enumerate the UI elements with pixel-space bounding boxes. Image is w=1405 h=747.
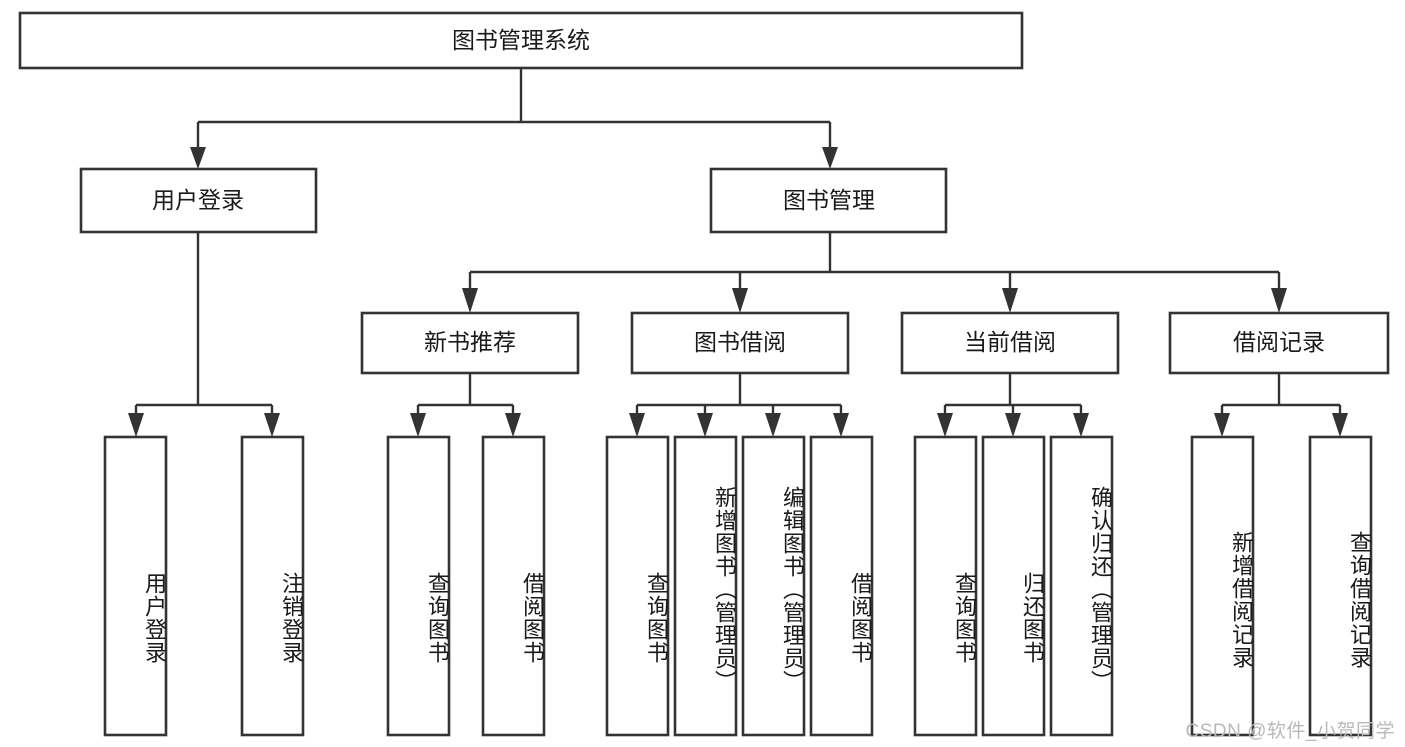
arrowhead-currentborrow-leaf-3 [1073, 413, 1089, 437]
leaf-current-borrow-2[interactable] [981, 435, 1046, 737]
arrowhead-bookborrow-leaf-4 [833, 413, 849, 437]
arrowhead-current-borrow [1002, 288, 1018, 313]
arrowhead-newbook-leaf-2 [505, 413, 521, 437]
leaf-user-login-1[interactable] [103, 435, 168, 737]
arrowhead-book-manage [822, 147, 838, 169]
node-user-login[interactable]: 用户登录 [79, 167, 318, 234]
connector-layer [128, 68, 1348, 437]
leaf-user-login-2[interactable] [240, 435, 305, 737]
node-new-book-recommend-label: 新书推荐 [424, 329, 516, 355]
node-book-borrow[interactable]: 图书借阅 [630, 311, 850, 375]
leaf-current-borrow-1[interactable] [913, 435, 978, 737]
arrowhead-leaf-logout [264, 413, 280, 437]
leaf-borrow-record-2[interactable] [1308, 435, 1373, 737]
arrowhead-bookborrow-leaf-2 [697, 413, 713, 437]
node-borrow-record-label: 借阅记录 [1233, 329, 1325, 355]
arrowhead-bookborrow-leaf-3 [765, 413, 781, 437]
leaf-book-borrow-3[interactable] [741, 435, 806, 737]
node-new-book-recommend[interactable]: 新书推荐 [360, 311, 580, 375]
node-root-label: 图书管理系统 [452, 27, 590, 53]
node-root[interactable]: 图书管理系统 [18, 11, 1024, 70]
leaf-current-borrow-3[interactable] [1049, 435, 1114, 737]
node-current-borrow-label: 当前借阅 [964, 329, 1056, 355]
arrowhead-borrowrecord-leaf-2 [1332, 413, 1348, 437]
node-layer: 图书管理系统 用户登录 图书管理 新书推荐 图书借阅 当前 [18, 11, 1390, 737]
csdn-watermark: CSDN @软件_小贺同学 [1185, 721, 1395, 742]
arrowhead-bookborrow-leaf-1 [629, 413, 645, 437]
leaf-book-borrow-2[interactable] [673, 435, 738, 737]
arrowhead-leaf-user-login [128, 413, 144, 437]
leaf-new-book-2[interactable] [481, 435, 546, 737]
arrowhead-borrow-record [1271, 288, 1287, 313]
leaf-book-borrow-1[interactable] [605, 435, 670, 737]
node-book-manage[interactable]: 图书管理 [709, 167, 948, 234]
arrowhead-currentborrow-leaf-2 [1005, 413, 1021, 437]
leaf-borrow-record-1[interactable] [1190, 435, 1255, 737]
node-book-manage-label: 图书管理 [783, 187, 875, 213]
node-user-login-label: 用户登录 [152, 187, 244, 213]
leaf-book-borrow-4[interactable] [809, 435, 874, 737]
arrowhead-user-login [190, 147, 206, 169]
arrowhead-currentborrow-leaf-1 [937, 413, 953, 437]
arrowhead-book-borrow [732, 288, 748, 313]
node-book-borrow-label: 图书借阅 [694, 329, 786, 355]
arrowhead-new-book-recommend [462, 288, 478, 313]
leaf-new-book-1[interactable] [386, 435, 451, 737]
node-borrow-record[interactable]: 借阅记录 [1168, 311, 1390, 375]
arrowhead-borrowrecord-leaf-1 [1214, 413, 1230, 437]
arrowhead-newbook-leaf-1 [410, 413, 426, 437]
node-current-borrow[interactable]: 当前借阅 [900, 311, 1120, 375]
